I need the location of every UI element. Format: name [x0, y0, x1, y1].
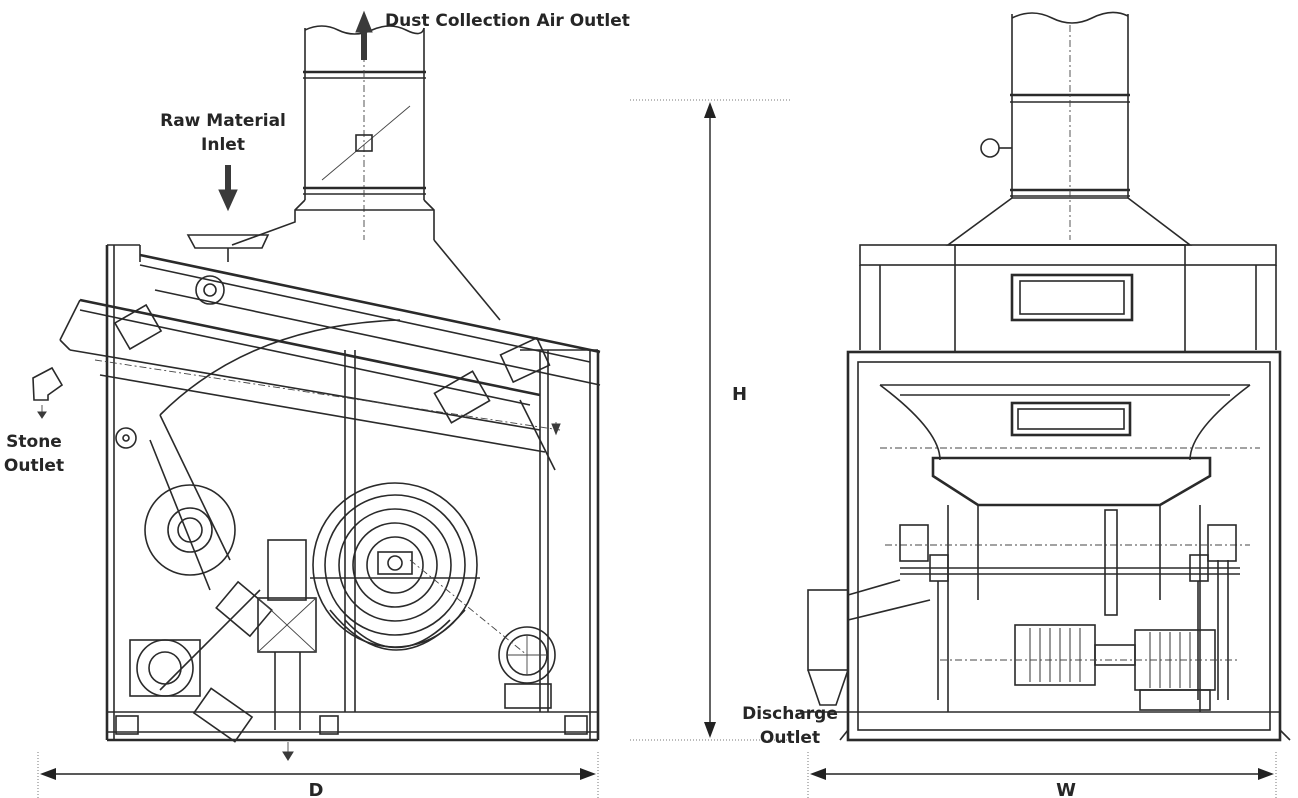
discharge-label-line1: Discharge — [742, 704, 838, 724]
front-discharge-chute — [800, 579, 1291, 741]
side-view — [32, 25, 601, 761]
front-main-body — [846, 350, 1282, 742]
stone-outlet-label-line2: Outlet — [4, 456, 64, 476]
side-center-duct — [257, 539, 317, 761]
stone-outlet-label-line1: Stone — [6, 432, 62, 452]
side-fan-wheel — [310, 482, 480, 651]
side-hopper-line — [159, 414, 231, 561]
side-hood-arc — [159, 319, 401, 416]
raw-inlet-arrow — [218, 165, 238, 212]
side-screen-deck — [59, 234, 601, 453]
height-label: H — [732, 384, 747, 405]
depth-dimension — [37, 752, 599, 798]
side-frame — [105, 244, 600, 742]
side-duct — [231, 25, 501, 321]
front-motors — [940, 624, 1240, 711]
width-label: W — [1056, 780, 1076, 798]
front-duct — [945, 11, 1193, 246]
front-upper-housing — [859, 244, 1277, 353]
raw-inlet-label-line1: Raw Material — [160, 111, 286, 131]
raw-inlet-label-line2: Inlet — [201, 135, 245, 155]
depth-label: D — [309, 780, 324, 798]
front-view — [800, 11, 1291, 742]
height-dimension — [630, 99, 790, 741]
dust-outlet-label: Dust Collection Air Outlet — [385, 11, 630, 31]
side-right-motor — [409, 422, 561, 709]
side-left-motors — [129, 439, 273, 743]
width-dimension — [807, 752, 1277, 798]
discharge-label-line2: Outlet — [760, 728, 820, 748]
stone-outlet-spout — [32, 366, 64, 419]
dust-outlet-arrow — [355, 10, 373, 60]
